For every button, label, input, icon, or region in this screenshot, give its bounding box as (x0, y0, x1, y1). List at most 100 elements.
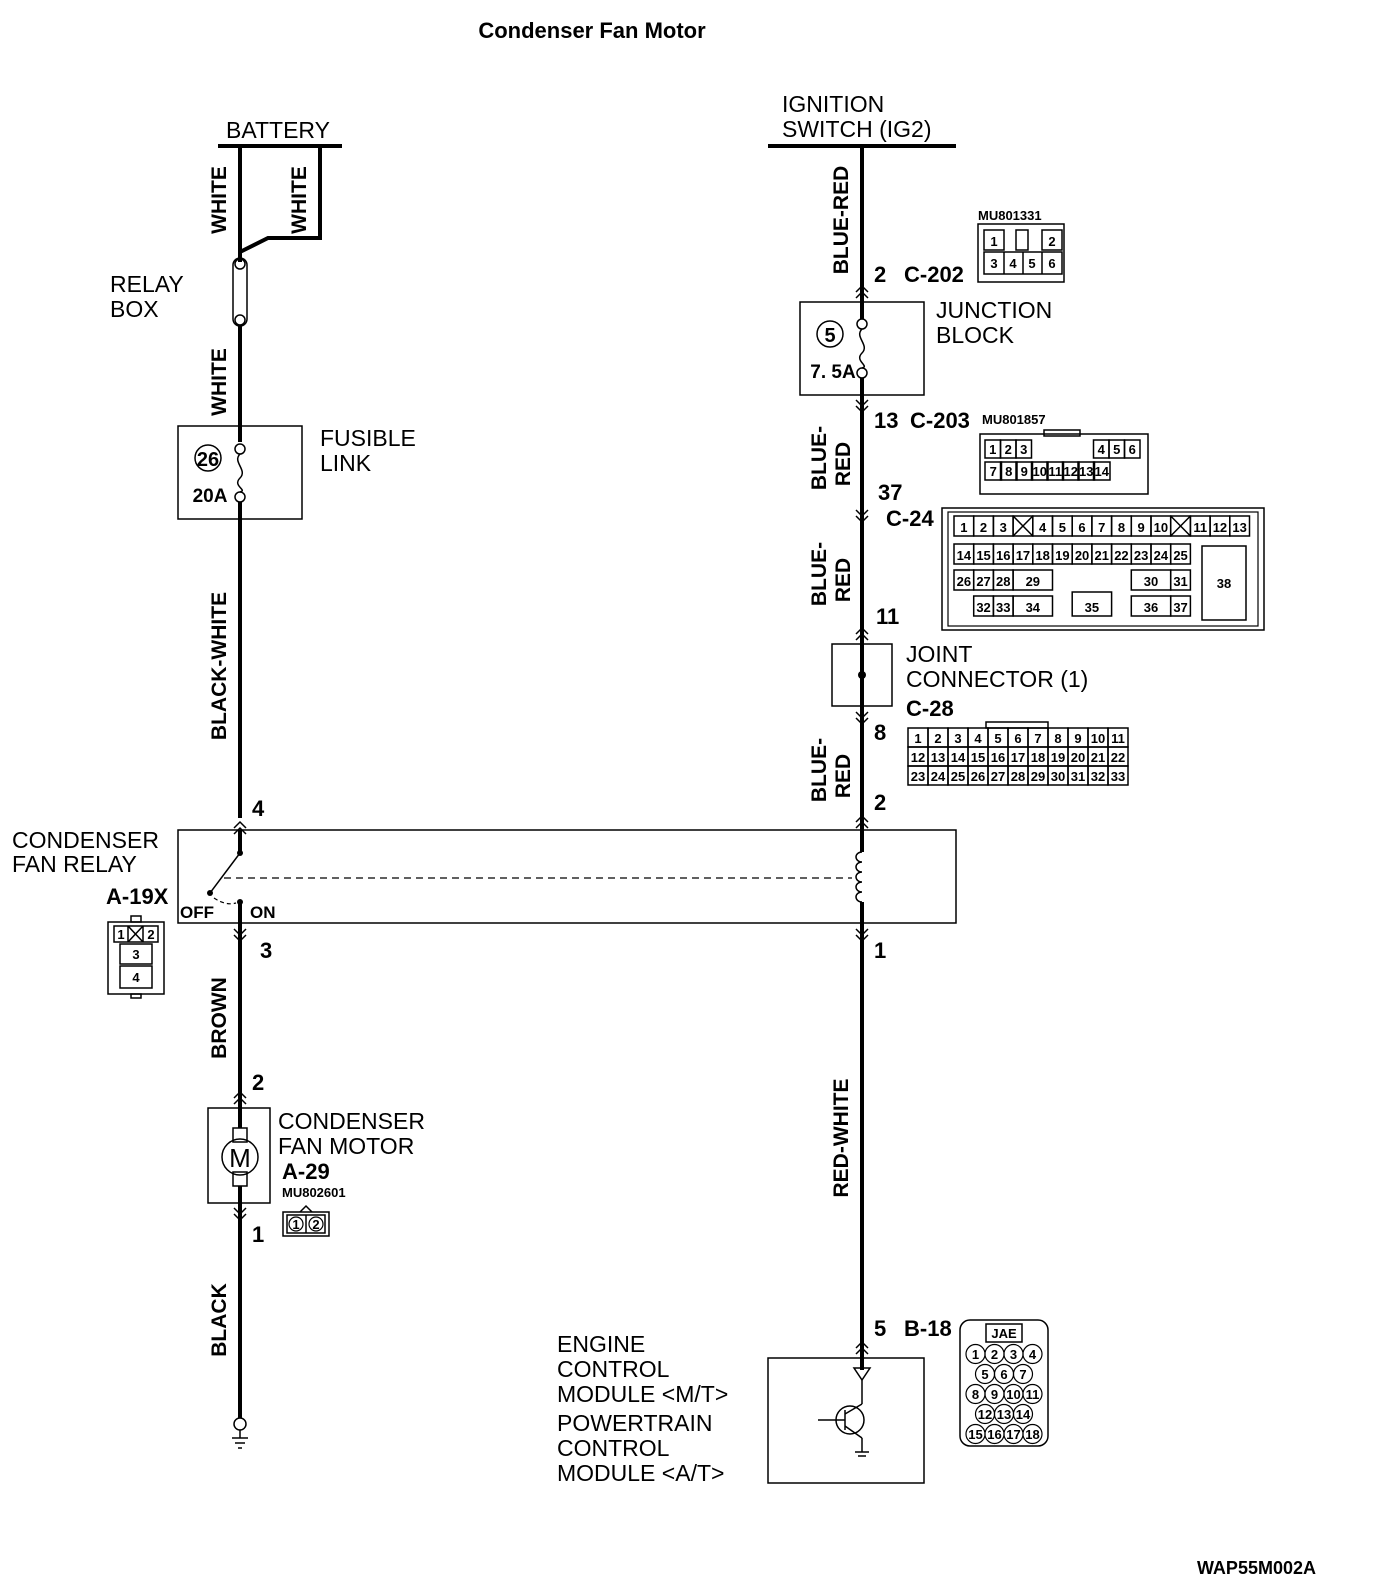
c203-cell: 6 (1129, 442, 1136, 457)
b18-cell: 13 (997, 1407, 1011, 1422)
wire-white-2 (239, 146, 322, 254)
c28-cell: 33 (1111, 769, 1125, 784)
c28-cell: 21 (1091, 750, 1105, 765)
c28-cell: 23 (911, 769, 925, 784)
b18-pin: 5 (874, 1316, 886, 1341)
svg-text:3: 3 (132, 947, 139, 962)
c28-cell: 7 (1034, 731, 1041, 746)
c24-cell: 29 (1026, 574, 1040, 589)
c24-cell: 18 (1035, 548, 1049, 563)
fusible-link-fuse-icon (234, 443, 246, 455)
c24-cell: 38 (1217, 576, 1231, 591)
c28-name: C-28 (906, 696, 954, 721)
c24-cell: 2 (980, 520, 987, 535)
motor-connector-name: A-29 (282, 1159, 330, 1184)
c28-cell: 9 (1074, 731, 1081, 746)
relay-switch-off-label: OFF (180, 903, 214, 922)
c24-cell: 6 (1078, 520, 1085, 535)
c203-name: C-203 (910, 408, 970, 433)
wire-label-blue-red-2a: BLUE- (808, 426, 831, 490)
c28-cell: 28 (1011, 769, 1025, 784)
c28-cell: 22 (1111, 750, 1125, 765)
b18-cell: 4 (1029, 1347, 1037, 1362)
svg-text:2: 2 (312, 1217, 319, 1232)
svg-text:3: 3 (990, 256, 997, 271)
b18-name: B-18 (904, 1316, 952, 1341)
b18-cell: 9 (991, 1387, 998, 1402)
motor-icon (221, 1138, 259, 1176)
junction-block-label-2: BLOCK (936, 322, 1015, 348)
c203-cell: 3 (1020, 442, 1027, 457)
joint-connector-splice-icon (858, 671, 866, 679)
c203-cell: 1 (989, 442, 996, 457)
c203-cell: 7 (990, 464, 997, 479)
b18-cell: 18 (1025, 1427, 1039, 1442)
c28-cell: 10 (1091, 731, 1105, 746)
fusible-link-rating: 20A (193, 486, 228, 507)
connector-a29 (282, 1211, 330, 1237)
c24-cell: 4 (1039, 520, 1047, 535)
c24-cell: 9 (1138, 520, 1145, 535)
junction-block-label-1: JUNCTION (936, 297, 1052, 323)
c24-cell: 13 (1232, 520, 1246, 535)
c28-cell: 19 (1051, 750, 1065, 765)
ignition-label-1: IGNITION (782, 91, 884, 117)
wire-label-blue-red-3b: RED (832, 558, 855, 602)
c203-cell: 13 (1079, 464, 1093, 479)
c24-cell: 16 (996, 548, 1010, 563)
c28-cell: 15 (971, 750, 985, 765)
svg-text:5: 5 (1028, 256, 1035, 271)
relay-box-label-2: BOX (110, 296, 159, 322)
c28-cell: 20 (1071, 750, 1085, 765)
connector-c202: 1 2 3 4 5 6 (977, 223, 1065, 283)
ecm-label-4: POWERTRAIN (557, 1410, 712, 1436)
c28-cell: 3 (954, 731, 961, 746)
relay-box-fuse-icon (232, 257, 248, 327)
c203-part: MU801857 (982, 412, 1046, 427)
c24-cell: 12 (1213, 520, 1227, 535)
diagram-title: Condenser Fan Motor (478, 18, 706, 43)
c28-cell: 12 (911, 750, 925, 765)
motor-part-number: MU802601 (282, 1185, 346, 1200)
c24-name: C-24 (886, 506, 934, 531)
c203-pin: 13 (874, 408, 898, 433)
c28-cell: 2 (934, 731, 941, 746)
relay-pin-2: 2 (874, 790, 886, 815)
ignition-label-2: SWITCH (IG2) (782, 116, 932, 142)
svg-text:4: 4 (132, 970, 140, 985)
relay-coil-icon (855, 851, 863, 903)
c28-cell: 16 (991, 750, 1005, 765)
c24-cell: 24 (1154, 548, 1169, 563)
c24-cell: 28 (996, 574, 1010, 589)
c28-cell: 24 (931, 769, 946, 784)
wire-label-black: BLACK (208, 1283, 231, 1357)
c24-cell: 7 (1098, 520, 1105, 535)
relay-pin-3: 3 (260, 938, 272, 963)
junction-block-number: 5 (824, 325, 835, 347)
svg-text:2: 2 (1048, 234, 1055, 249)
ecm-label-3: MODULE <M/T> (557, 1381, 728, 1407)
c24-cell: 20 (1075, 548, 1089, 563)
wire-label-blue-red-4a: BLUE- (808, 738, 831, 802)
c24-cell: 30 (1144, 574, 1158, 589)
c28-cell: 17 (1011, 750, 1025, 765)
b18-cell: 10 (1006, 1387, 1020, 1402)
ecm-label-6: MODULE <A/T> (557, 1460, 724, 1486)
b18-cell: 12 (978, 1407, 992, 1422)
wire-label-white-3: WHITE (208, 348, 231, 416)
relay-label-1: CONDENSER (12, 827, 159, 853)
c28-cell: 30 (1051, 769, 1065, 784)
c28-cell: 26 (971, 769, 985, 784)
relay-pin-4: 4 (252, 796, 265, 821)
b18-cell: 2 (991, 1347, 998, 1362)
c28-cell: 8 (1054, 731, 1061, 746)
b18-cell: 8 (972, 1387, 979, 1402)
c24-cell: 8 (1118, 520, 1125, 535)
c24-cell: 35 (1085, 600, 1099, 615)
motor-label-2: FAN MOTOR (278, 1133, 414, 1159)
ecm-label-1: ENGINE (557, 1331, 645, 1357)
